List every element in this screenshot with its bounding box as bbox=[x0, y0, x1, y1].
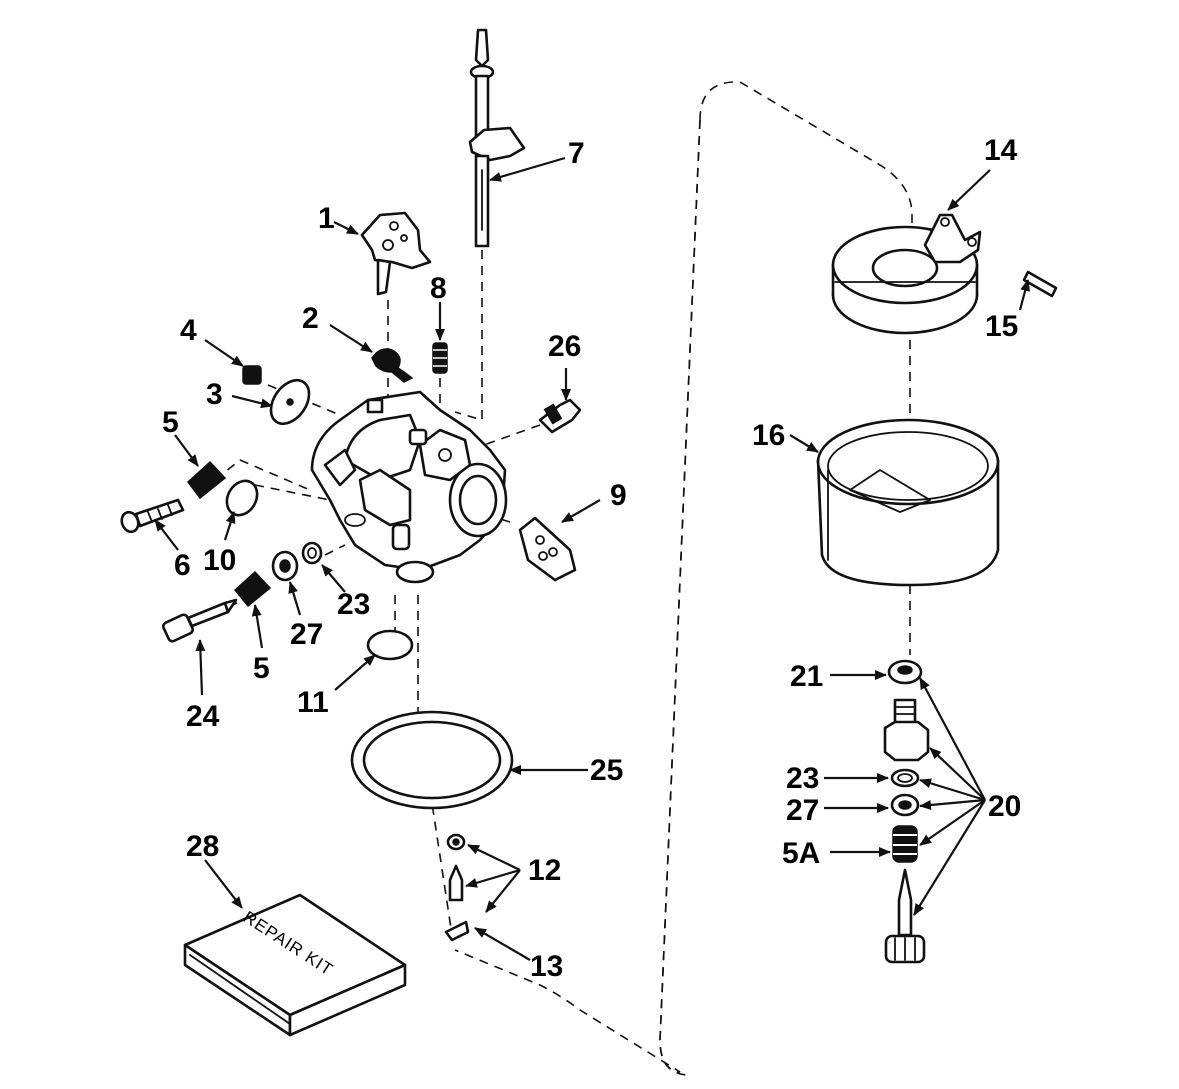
float-bowl-part-16 bbox=[816, 418, 1000, 587]
callout-16: 16 bbox=[752, 419, 785, 452]
float-part-14 bbox=[831, 213, 982, 335]
callout-24: 24 bbox=[186, 700, 220, 733]
callout-8: 8 bbox=[430, 272, 447, 305]
pin-part-15 bbox=[1022, 270, 1058, 298]
main-jet-assembly-part-20 bbox=[883, 659, 930, 964]
callout-20: 20 bbox=[988, 790, 1021, 823]
throttle-lever-part-1 bbox=[360, 211, 432, 296]
fitting-part-26 bbox=[538, 398, 582, 434]
callout-1: 1 bbox=[318, 202, 335, 235]
callout-5-bottom: 5 bbox=[253, 652, 270, 685]
callout-labels: 1 2 3 4 5 5 6 7 8 9 10 11 12 13 14 15 16… bbox=[162, 134, 1021, 983]
carburetor-body bbox=[310, 390, 508, 584]
jet-part-12 bbox=[446, 833, 466, 902]
callout-2: 2 bbox=[302, 302, 319, 335]
callout-21: 21 bbox=[790, 660, 823, 693]
callout-14: 14 bbox=[984, 134, 1018, 167]
throttle-shaft-part-7 bbox=[468, 28, 526, 248]
callout-23-left: 23 bbox=[337, 588, 370, 621]
callout-11: 11 bbox=[297, 686, 329, 719]
callout-23-right: 23 bbox=[786, 762, 819, 795]
callout-27-right: 27 bbox=[786, 794, 819, 827]
callout-27-left: 27 bbox=[290, 618, 323, 651]
callout-15: 15 bbox=[985, 310, 1018, 343]
callout-3: 3 bbox=[206, 378, 223, 411]
spring-part-5-top bbox=[186, 460, 227, 500]
repair-kit-part-28: REPAIR KIT bbox=[183, 893, 407, 1037]
screw-part-6 bbox=[120, 498, 185, 534]
callout-4: 4 bbox=[180, 314, 197, 347]
o-ring-part-23-left bbox=[301, 541, 323, 565]
spring-part-2 bbox=[371, 348, 414, 383]
washer-part-27-left bbox=[271, 550, 299, 582]
clip-part-13 bbox=[444, 920, 470, 942]
callout-12: 12 bbox=[528, 854, 561, 887]
needle-part-24 bbox=[162, 598, 238, 643]
callout-13: 13 bbox=[530, 950, 563, 983]
callout-6: 6 bbox=[174, 549, 191, 582]
disc-part-3 bbox=[269, 379, 311, 425]
callout-9: 9 bbox=[610, 479, 627, 512]
callout-28: 28 bbox=[186, 830, 219, 863]
gasket-ring-part-25 bbox=[350, 710, 514, 810]
leader-lines bbox=[154, 156, 1030, 961]
callout-7: 7 bbox=[568, 137, 585, 170]
callout-25: 25 bbox=[590, 754, 623, 787]
spring-part-5-bottom bbox=[233, 570, 272, 608]
callout-26: 26 bbox=[548, 330, 581, 363]
callout-5-top: 5 bbox=[162, 406, 179, 439]
spring-part-8 bbox=[432, 342, 448, 374]
callout-10: 10 bbox=[203, 544, 236, 577]
plug-part-11 bbox=[366, 629, 414, 661]
callout-5a: 5A bbox=[782, 837, 820, 870]
gasket-part-9 bbox=[518, 516, 577, 582]
plug-part-10 bbox=[225, 479, 259, 517]
dashed-guides bbox=[199, 81, 913, 1076]
screw-part-4 bbox=[242, 365, 262, 385]
